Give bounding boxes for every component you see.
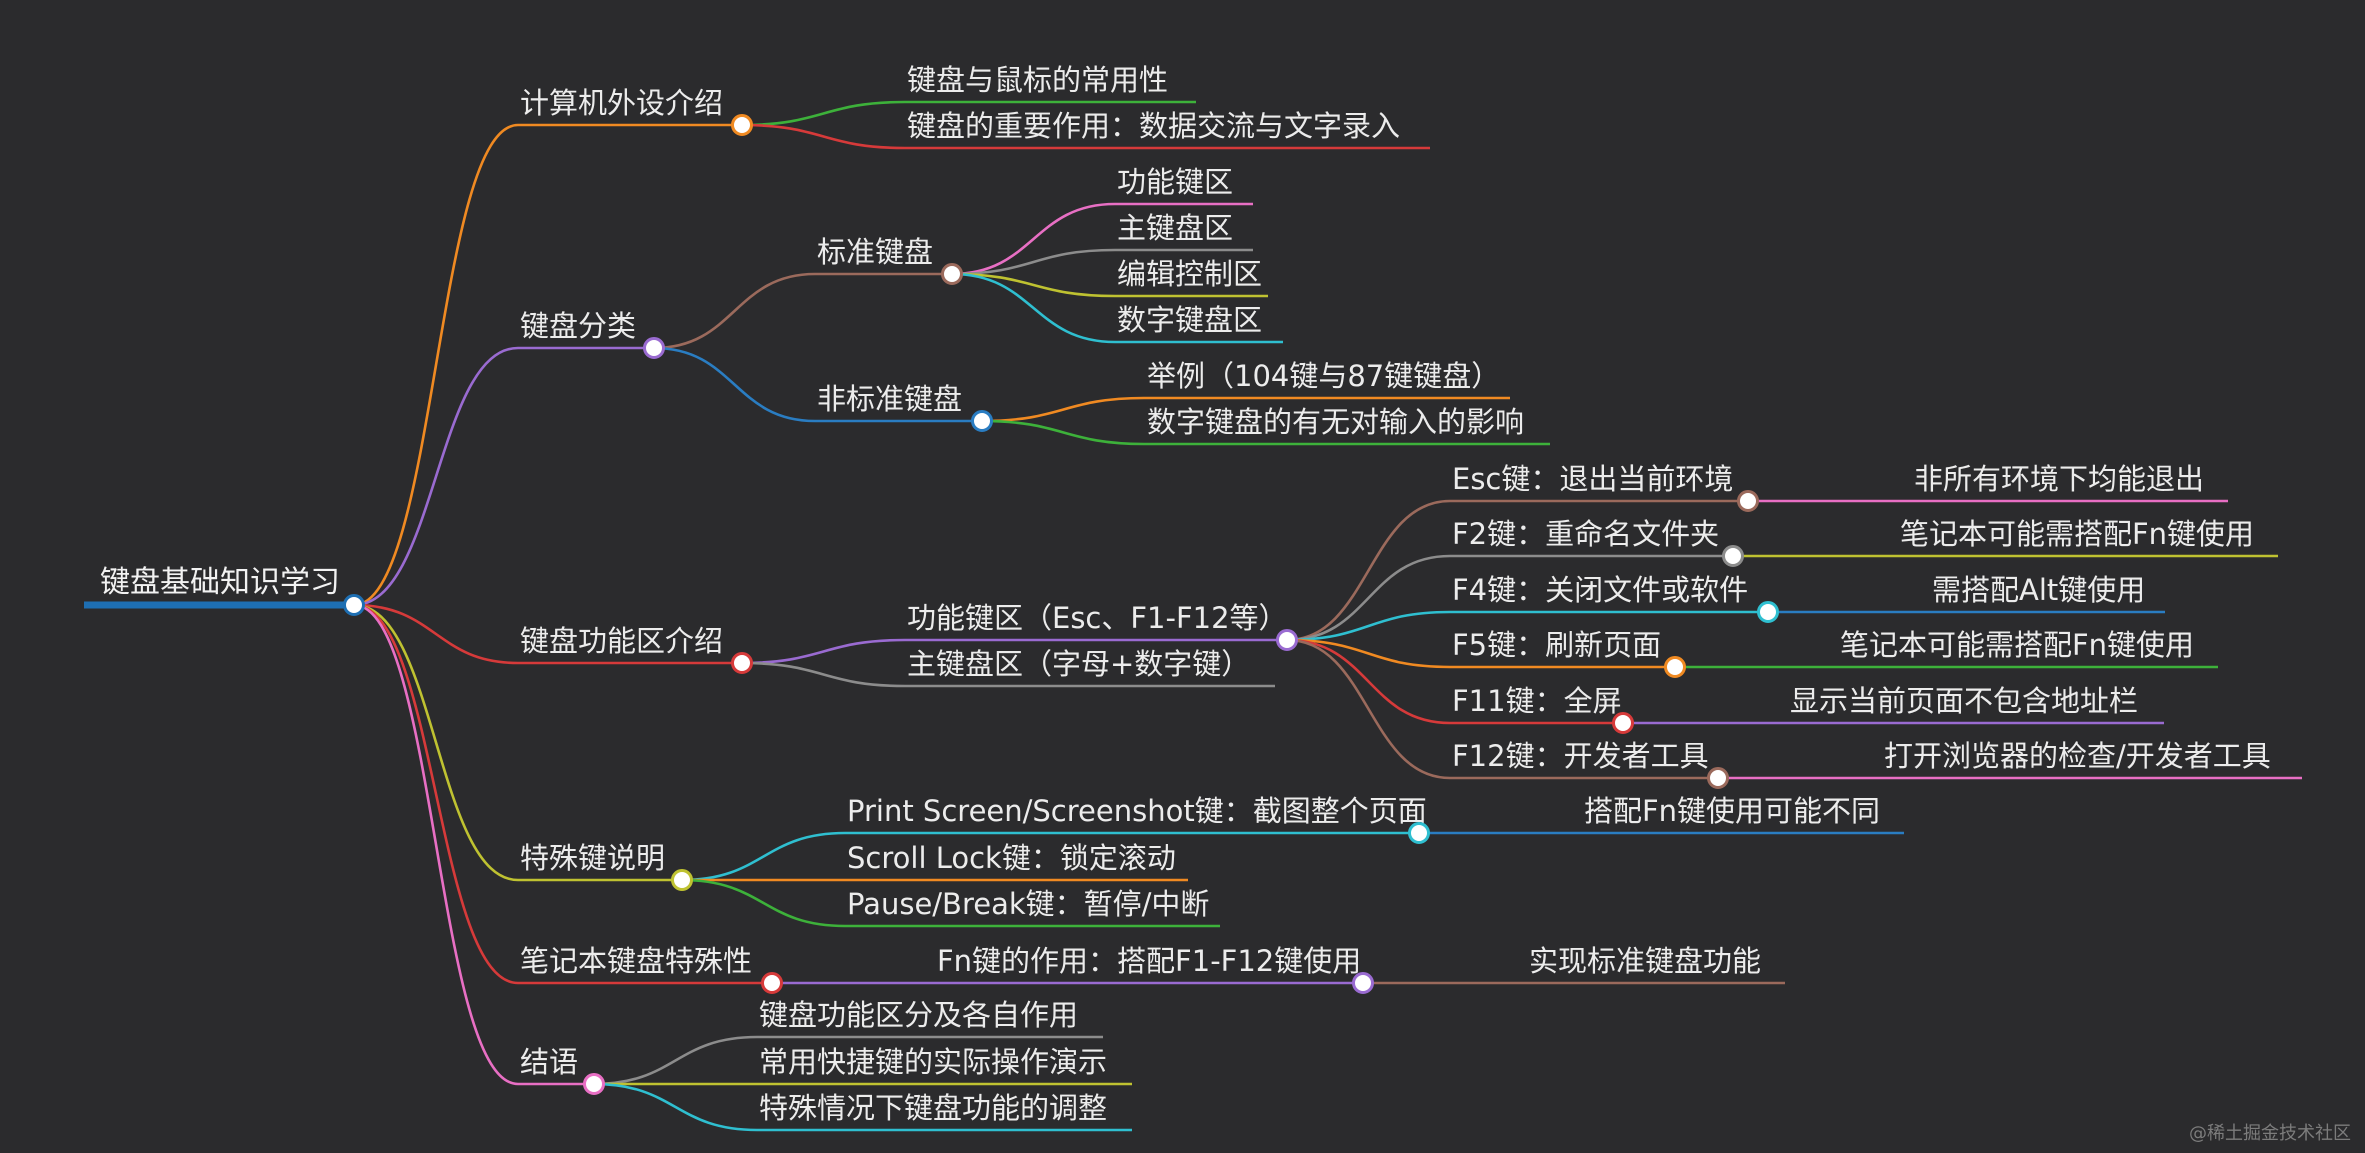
root-label: 键盘基础知识学习 [100,565,340,600]
node-label: F11键：全屏 [1452,684,1622,718]
node-connector[interactable] [731,114,753,136]
node-label: 结语 [520,1045,578,1079]
link-b1.1 [653,346,816,423]
node-label: F5键：刷新页面 [1452,628,1661,662]
link-b3.2 [681,878,846,928]
node-connector[interactable] [1352,972,1374,994]
node-label: 标准键盘 [817,235,933,269]
link-b0.1 [741,123,906,150]
link-b2.0.0 [1286,499,1451,642]
labels-layer: 键盘基础知识学习 计算机外设介绍 键盘与鼠标的常用性键盘的重要作用：数据交流与文字录… [100,63,2271,1125]
link-b1.0.3 [951,272,1116,344]
node-label: Esc键：退出当前环境 [1452,462,1733,496]
node-label: 实现标准键盘功能 [1529,944,1761,978]
link-b1.1.0 [981,396,1146,423]
link-b5 [353,603,519,1086]
node-label: Scroll Lock键：锁定滚动 [847,841,1176,875]
node-connector[interactable] [1612,712,1634,734]
node-connector[interactable] [731,652,753,674]
link-b0.0 [741,100,906,127]
node-label: 功能键区 [1117,165,1233,199]
node-connector[interactable] [761,972,783,994]
node-label: 常用快捷键的实际操作演示 [759,1045,1107,1079]
node-connector[interactable] [1737,490,1759,512]
node-label: 非所有环境下均能退出 [1914,462,2204,496]
link-b4 [353,603,519,985]
node-connector[interactable] [1408,822,1430,844]
node-label: 非标准键盘 [817,382,962,416]
node-label: 编辑控制区 [1117,257,1262,291]
link-b2.0.5 [1286,638,1451,780]
node-label: Fn键的作用：搭配F1-F12键使用 [937,944,1361,978]
node-label: Pause/Break键：暂停/中断 [847,887,1209,921]
node-label: 键盘功能区分及各自作用 [759,998,1078,1032]
node-label: 键盘与鼠标的常用性 [907,63,1168,97]
node-connector[interactable] [1722,545,1744,567]
link-b1.0.2 [951,272,1116,298]
node-label: 计算机外设介绍 [520,86,723,120]
node-connector[interactable] [1276,629,1298,651]
connectors-layer [343,114,1779,1095]
node-label: F4键：关闭文件或软件 [1452,573,1748,607]
link-b2.0.2 [1286,610,1451,642]
link-b1.1.1 [981,419,1146,446]
node-connector[interactable] [671,869,693,891]
node-connector[interactable] [1707,767,1729,789]
node-label: 特殊键说明 [520,841,665,875]
link-b2.0.1 [1286,554,1451,642]
node-label: 特殊情况下键盘功能的调整 [759,1091,1107,1125]
node-connector[interactable] [1664,656,1686,678]
node-label: 功能键区（Esc、F1-F12等） [907,601,1288,635]
link-b2.0.4 [1286,638,1451,725]
link-b2.0 [741,638,906,665]
node-connector[interactable] [1757,601,1779,623]
node-label: 举例（104键与87键键盘） [1147,359,1500,393]
link-b3 [353,603,519,882]
node-label: 需搭配Alt键使用 [1932,573,2145,607]
node-label: 键盘功能区介绍 [520,624,723,658]
link-b0 [353,123,519,607]
link-b5.2 [593,1082,758,1132]
node-connector[interactable] [643,337,665,359]
node-label: 主键盘区 [1117,211,1233,245]
node-connector[interactable] [583,1073,605,1095]
link-b1.0 [653,272,816,350]
node-label: 键盘分类 [520,309,636,343]
node-connector[interactable] [971,410,993,432]
node-label: 笔记本可能需搭配Fn键使用 [1840,628,2194,662]
links-layer [353,100,1930,1132]
link-b5.0 [593,1035,758,1086]
node-label: 显示当前页面不包含地址栏 [1790,684,2138,718]
link-b3.0 [681,831,846,882]
watermark: @稀土掘金技术社区 [2189,1123,2351,1144]
node-label: 主键盘区（字母+数字键） [907,647,1250,681]
node-label: 打开浏览器的检查/开发者工具 [1884,739,2271,773]
link-b1.0.1 [951,248,1116,276]
link-b2.1 [741,661,906,688]
node-label: F12键：开发者工具 [1452,739,1709,773]
node-label: 笔记本可能需搭配Fn键使用 [1900,517,2254,551]
node-label: Print Screen/Screenshot键：截图整个页面 [847,794,1427,828]
node-label: 笔记本键盘特殊性 [520,944,752,978]
root-connector[interactable] [343,594,365,616]
link-b1.0.0 [951,202,1116,276]
node-label: F2键：重命名文件夹 [1452,517,1719,551]
link-b2 [353,603,519,665]
underlines-layer [84,100,2302,1132]
link-b2.0.3 [1286,638,1451,669]
node-label: 数字键盘的有无对输入的影响 [1147,405,1524,439]
node-label: 键盘的重要作用：数据交流与文字录入 [907,109,1400,143]
node-label: 搭配Fn键使用可能不同 [1584,794,1880,828]
node-label: 数字键盘区 [1117,303,1262,337]
link-b1 [353,346,519,607]
node-connector[interactable] [941,263,963,285]
